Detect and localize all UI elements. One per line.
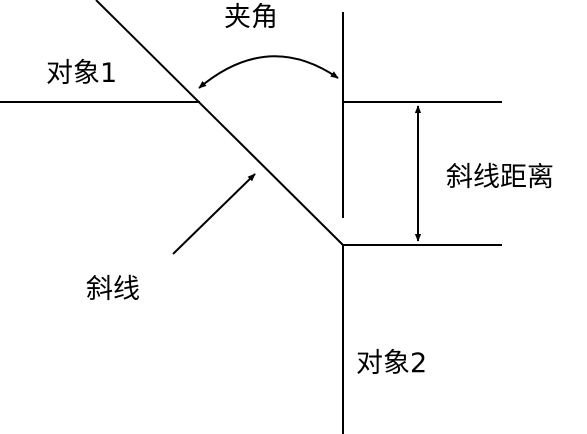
angle-arc [198, 55, 339, 89]
chamfer-distance-label: 斜线距离 [446, 162, 554, 193]
object1-label: 对象1 [46, 58, 118, 89]
chamfer-line [95, 0, 344, 246]
chamfer-pointer-arrow [172, 173, 256, 255]
chamfer-label: 斜线 [86, 274, 140, 305]
angle-label: 夹角 [224, 2, 278, 33]
object2-label: 对象2 [356, 348, 428, 379]
